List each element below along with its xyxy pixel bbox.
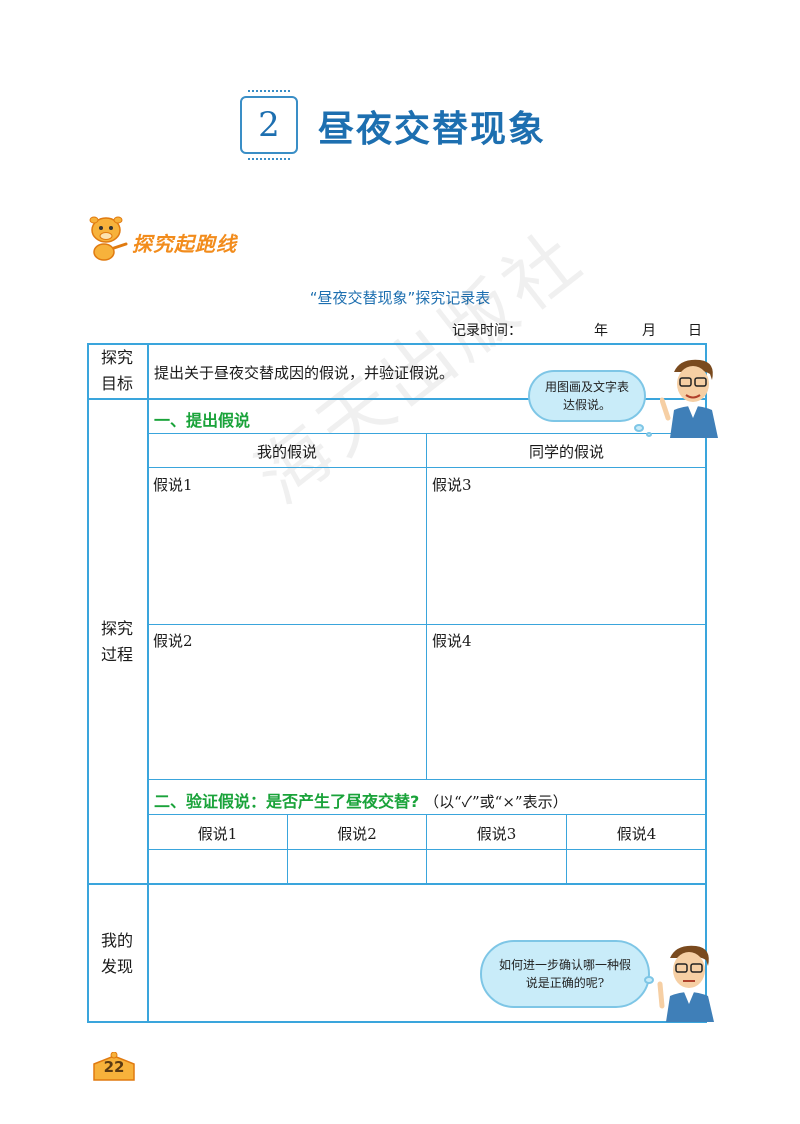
hypothesis-1-label: 假说1 — [153, 476, 193, 494]
step2-col-divider-1 — [287, 814, 288, 883]
record-table — [87, 343, 707, 1023]
chapter-number-box: 2 — [240, 90, 298, 160]
hypothesis-3-label: 假说3 — [432, 476, 472, 494]
verify-col-4: 假说4 — [616, 825, 657, 843]
row-divider-goal — [87, 398, 707, 400]
verify-col-1: 假说1 — [197, 825, 238, 843]
teacher-character-icon — [660, 359, 718, 438]
page-number: 22 — [103, 1058, 125, 1076]
row-divider-process — [87, 883, 707, 885]
section-banner-label: 探究起跑线 — [132, 232, 237, 256]
discovery-label-line2: 发现 — [100, 957, 133, 976]
sheet-title: “昼夜交替现象”探究记录表 — [309, 289, 491, 307]
record-year-label: 年 — [594, 323, 608, 339]
step2-header-divider — [148, 849, 706, 850]
label-column-divider — [147, 343, 149, 1023]
hint-bubble-top: 用图画及文字表达假说。 — [528, 370, 646, 422]
step1-bottom-divider — [148, 779, 706, 780]
process-row-label: 探究 过程 — [88, 616, 146, 668]
step2-heading-divider — [148, 814, 706, 815]
record-time-label: 记录时间： — [452, 323, 522, 339]
bubble-dot — [634, 424, 644, 432]
step1-heading: 一、提出假说 — [154, 411, 251, 430]
col-header-classmate-hypothesis: 同学的假说 — [528, 443, 604, 461]
goal-label-line2: 目标 — [100, 374, 133, 393]
hint-bubble-bottom: 如何进一步确认哪一种假说是正确的呢? — [480, 940, 650, 1008]
goal-label-line1: 探究 — [100, 348, 133, 367]
step1-heading-divider — [148, 433, 706, 434]
verify-col-3: 假说3 — [476, 825, 517, 843]
step1-header-divider — [148, 467, 706, 468]
hypothesis-4-label: 假说4 — [432, 632, 472, 650]
step1-mid-divider — [148, 624, 706, 625]
record-month-label: 月 — [642, 323, 656, 339]
chapter-title: 昼夜交替现象 — [318, 109, 547, 150]
process-label-line1: 探究 — [100, 619, 133, 638]
step1-center-divider — [426, 433, 427, 779]
chapter-number: 2 — [258, 105, 280, 145]
hypothesis-2-label: 假说2 — [153, 632, 193, 650]
bubble-dot — [644, 976, 654, 984]
bubble-dot — [646, 432, 652, 437]
page-number-badge-icon — [93, 1052, 135, 1081]
step2-heading: 二、验证假说：是否产生了昼夜交替? — [154, 792, 420, 811]
verify-col-2: 假说2 — [337, 825, 377, 843]
goal-row-label: 探究 目标 — [88, 345, 146, 397]
step2-col-divider-3 — [566, 814, 567, 883]
discovery-label-line1: 我的 — [100, 931, 133, 950]
record-day-label: 日 — [688, 323, 702, 339]
discovery-row-label: 我的 发现 — [88, 928, 146, 980]
step2-heading-row: 二、验证假说：是否产生了昼夜交替? （以“✓”或“×”表示） — [154, 788, 568, 812]
col-header-my-hypothesis: 我的假说 — [256, 443, 317, 461]
process-label-line2: 过程 — [100, 645, 133, 664]
step2-col-divider-2 — [426, 814, 427, 883]
cow-mascot-icon — [89, 216, 128, 261]
goal-text: 提出关于昼夜交替成因的假说，并验证假说。 — [154, 364, 455, 382]
teacher-character-icon — [657, 945, 714, 1022]
step2-note: （以“✓”或“×”表示） — [424, 793, 568, 811]
